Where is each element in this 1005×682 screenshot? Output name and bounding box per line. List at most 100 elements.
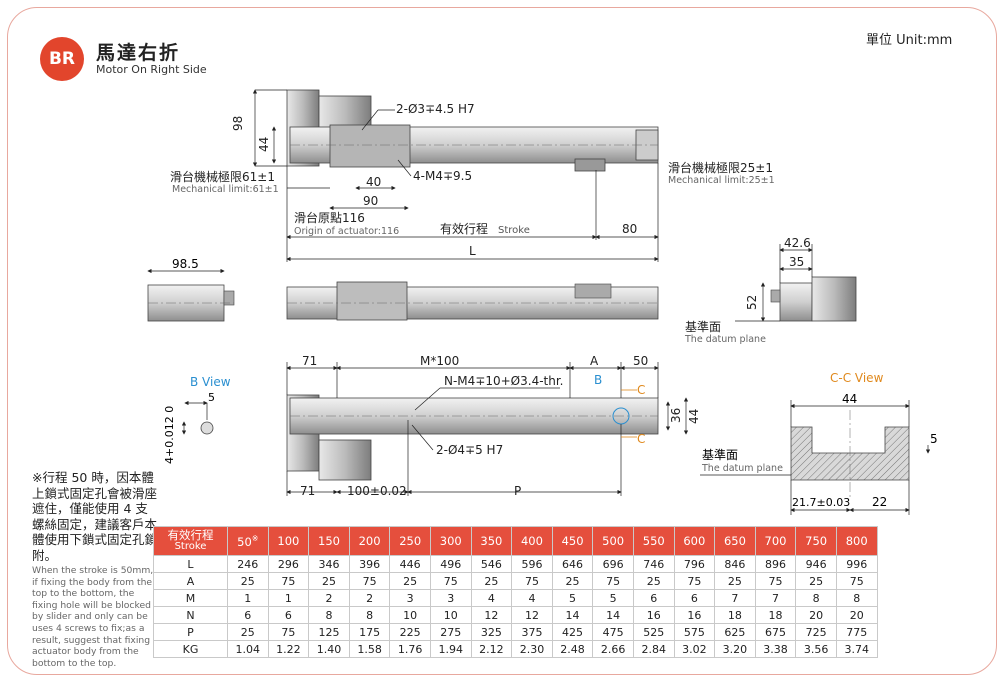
b-view-title: B View xyxy=(190,375,231,389)
stroke-header-cell: 100 xyxy=(267,526,310,556)
stroke-header-cell: 650 xyxy=(714,526,756,556)
table-cell: 5 xyxy=(592,589,634,607)
table-cell: 1.94 xyxy=(429,640,472,658)
dim-P: P xyxy=(514,484,521,498)
table-cell: 7 xyxy=(714,589,756,607)
dim-98-5: 98.5 xyxy=(172,257,199,271)
mech-limit-right: 滑台機械極限25±1 xyxy=(668,160,773,175)
b-view: B View 5 4+0.012 0 xyxy=(163,375,231,464)
table-cell: 475 xyxy=(592,623,634,641)
bottom-view xyxy=(286,394,659,481)
cc-datum: 基準面 xyxy=(702,447,738,462)
table-cell: 14 xyxy=(592,606,634,624)
datum-label: 基準面 xyxy=(685,319,721,334)
front-view xyxy=(147,284,235,322)
table-cell: 25 xyxy=(470,572,513,590)
table-cell: 4 xyxy=(511,589,553,607)
table-cell: 3 xyxy=(429,589,472,607)
label-c-bot: C xyxy=(637,432,645,446)
stroke-header-cell: 250 xyxy=(389,526,431,556)
end-view xyxy=(770,276,857,322)
table-cell: 525 xyxy=(632,623,675,641)
table-cell: 75 xyxy=(267,623,310,641)
page-title: 馬達右折 xyxy=(96,42,181,64)
table-cell: 8 xyxy=(348,606,391,624)
table-cell: 796 xyxy=(673,555,716,573)
dim-L: L xyxy=(469,244,476,258)
table-cell: 325 xyxy=(470,623,513,641)
table-cell: 2 xyxy=(308,589,350,607)
table-cell: 646 xyxy=(551,555,594,573)
table-cell: 3 xyxy=(389,589,431,607)
stroke-header-cell: 500 xyxy=(592,526,634,556)
table-cell: 446 xyxy=(389,555,431,573)
cc-dim-21-7: 21.7±0.03 xyxy=(792,496,850,509)
dim-36: 36 xyxy=(669,408,683,423)
table-cell: 25 xyxy=(795,572,837,590)
stroke-header-cell: 750 xyxy=(795,526,837,556)
row-label: L xyxy=(153,555,228,573)
hole-note-1: 2-Ø3∓4.5 H7 xyxy=(396,102,475,116)
table-cell: 1.58 xyxy=(348,640,391,658)
cc-datum-en: The datum plane xyxy=(701,463,783,474)
table-cell: 16 xyxy=(632,606,675,624)
table-cell: 2.12 xyxy=(470,640,513,658)
table-cell: 75 xyxy=(835,572,878,590)
stroke-header-cell: 300 xyxy=(429,526,472,556)
stroke-header-cell: 400 xyxy=(511,526,553,556)
dim-A: A xyxy=(590,354,599,368)
table-cell: 6 xyxy=(673,589,716,607)
table-cell: 3.02 xyxy=(673,640,716,658)
table-cell: 2.30 xyxy=(511,640,553,658)
table-cell: 25 xyxy=(551,572,594,590)
table-cell: 25 xyxy=(227,623,269,641)
table-cell: 3.20 xyxy=(714,640,756,658)
origin-label-en: Origin of actuator:116 xyxy=(294,226,399,237)
stroke-note: ※行程 50 時，因本體上鎖式固定孔會被滑座遮住，僅能使用 4 支螺絲固定，建議… xyxy=(32,470,157,669)
dim-52: 52 xyxy=(745,295,759,310)
series-badge: BR xyxy=(40,37,84,81)
stroke-note-zh: ※行程 50 時，因本體上鎖式固定孔會被滑座遮住，僅能使用 4 支螺絲固定，建議… xyxy=(32,470,158,563)
table-cell: 75 xyxy=(348,572,391,590)
row-label: KG xyxy=(153,640,228,658)
dim-71-top: 71 xyxy=(302,354,317,368)
top-view-mid xyxy=(286,281,659,321)
table-cell: 75 xyxy=(592,572,634,590)
stroke-header-cell: 50※ xyxy=(227,526,269,556)
dim-80: 80 xyxy=(622,222,637,236)
stroke-header-zh: 有效行程 xyxy=(167,528,214,542)
stroke-header-cell: 200 xyxy=(348,526,391,556)
stroke-header-en: Stroke xyxy=(174,541,207,552)
table-cell: 8 xyxy=(835,589,878,607)
table-cell: 10 xyxy=(429,606,472,624)
b-view-tol: 4+0.012 0 xyxy=(163,406,176,464)
row-label: M xyxy=(153,589,228,607)
table-cell: 75 xyxy=(429,572,472,590)
table-cell: 546 xyxy=(470,555,513,573)
table-cell: 6 xyxy=(632,589,675,607)
cc-dim-5: 5 xyxy=(930,432,938,446)
dim-44-side: 44 xyxy=(257,137,271,152)
table-cell: 425 xyxy=(551,623,594,641)
dim-98: 98 xyxy=(231,116,245,131)
table-cell: 346 xyxy=(308,555,350,573)
table-cell: 2 xyxy=(348,589,391,607)
table-cell: 775 xyxy=(835,623,878,641)
table-cell: 2.48 xyxy=(551,640,594,658)
dim-M100: M*100 xyxy=(420,354,459,368)
cc-view: C-C View 44 5 基準面 The datum plane 21.7±0… xyxy=(700,371,938,515)
dim-35: 35 xyxy=(789,255,804,269)
stroke-header-cell: 550 xyxy=(632,526,675,556)
stroke-header-cell: 150 xyxy=(308,526,350,556)
table-cell: 1.04 xyxy=(227,640,269,658)
thread-note: N-M4∓10+Ø3.4-thr. xyxy=(444,374,564,388)
dim-100: 100±0.02 xyxy=(347,484,407,498)
table-cell: 2.66 xyxy=(592,640,634,658)
table-cell: 8 xyxy=(308,606,350,624)
dim-50: 50 xyxy=(633,354,648,368)
